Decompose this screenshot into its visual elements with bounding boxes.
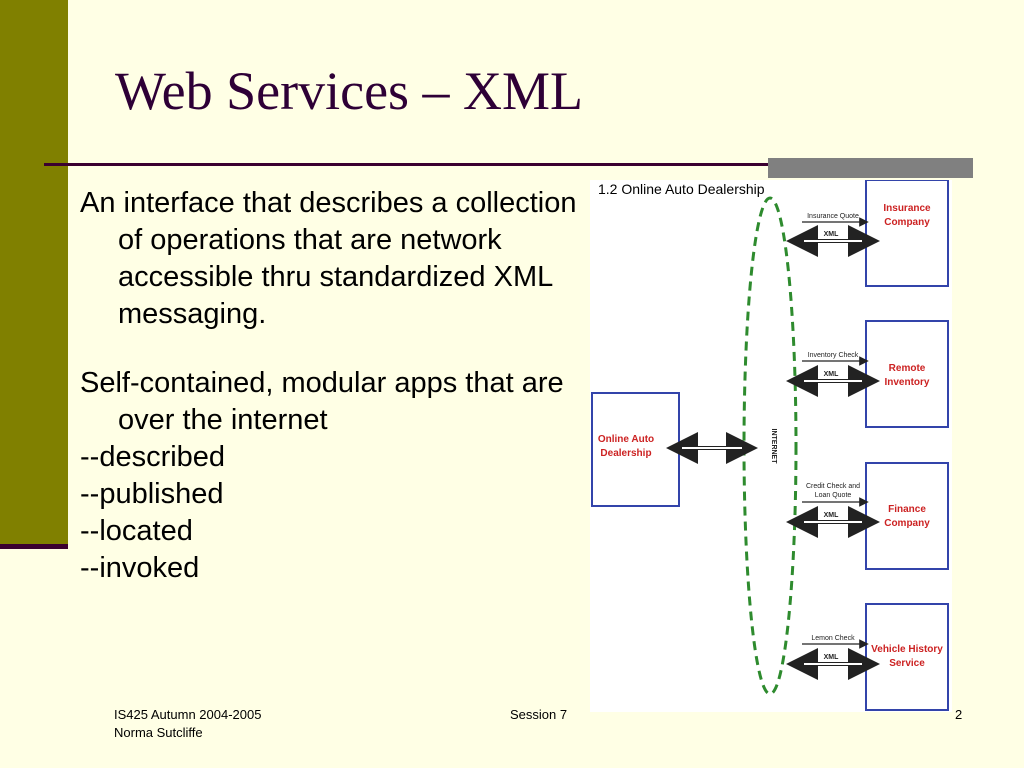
remote-inventory-label-2: Inventory: [884, 377, 929, 388]
finance-xml-label: XML: [824, 512, 840, 519]
vehicle-history-xml-label: XML: [824, 654, 840, 661]
insurance-company-label-1: Insurance: [883, 203, 931, 214]
internet-cloud-ellipse: [742, 196, 798, 696]
footer-course: IS425 Autumn 2004-2005: [114, 707, 262, 722]
insurance-quote-request-label: Insurance Quote: [807, 213, 859, 220]
remote-inventory-label-1: Remote: [889, 363, 926, 374]
bullet-characteristics-lead: Self-contained, modular apps that are ov…: [80, 367, 564, 436]
sub-item-located: --located: [80, 515, 193, 547]
internet-label: INTERNET: [770, 429, 777, 465]
footer-author: Norma Sutcliffe: [114, 725, 203, 740]
dealership-diagram: INTERNET Online Auto Dealership Insuranc…: [590, 179, 952, 712]
hub-label-line-1: Online Auto: [598, 434, 654, 445]
title-divider: [44, 163, 970, 166]
insurance-company-box: [865, 179, 949, 287]
sub-item-published: --published: [80, 478, 224, 510]
insurance-company-label-2: Company: [884, 217, 930, 228]
sub-item-invoked: --invoked: [80, 552, 200, 584]
vehicle-history-service-box: [865, 603, 949, 711]
remote-inventory-box: [865, 320, 949, 428]
finance-company-label-1: Finance: [888, 504, 926, 515]
sub-item-described: --described: [80, 441, 226, 473]
footer-session: Session 7: [510, 707, 568, 722]
finance-company-box: [865, 462, 949, 570]
footer-page-number: 2: [955, 707, 963, 722]
hub-label-line-2: Dealership: [600, 448, 651, 459]
diagram-canvas: INTERNET Online Auto Dealership Insuranc…: [591, 179, 949, 711]
footer-course-info: IS425 Autumn 2004-2005 Norma Sutcliffe: [114, 706, 261, 742]
bullet-characteristics: Self-contained, modular apps that are ov…: [80, 365, 580, 587]
credit-check-request-label-1: Credit Check and: [806, 483, 860, 490]
inventory-xml-label: XML: [824, 371, 840, 378]
diagram-caption: 1.2 Online Auto Dealership: [598, 181, 765, 197]
title-divider-accent: [768, 158, 973, 178]
insurance-xml-label: XML: [824, 231, 840, 238]
finance-company-label-2: Company: [884, 518, 930, 529]
slide-title: Web Services – XML: [115, 61, 584, 121]
bullet-definition: An interface that describes a collection…: [80, 187, 577, 330]
left-accent-underline: [0, 544, 68, 549]
credit-check-request-label-2: Loan Quote: [815, 492, 852, 499]
vehicle-history-label-2: Service: [889, 658, 925, 669]
lemon-check-request-label: Lemon Check: [811, 635, 855, 642]
inventory-check-request-label: Inventory Check: [808, 352, 859, 359]
online-auto-dealership-box: [591, 392, 680, 507]
left-accent-bar: [0, 0, 68, 545]
slide-body: An interface that describes a collection…: [80, 185, 580, 587]
vehicle-history-label-1: Vehicle History: [871, 644, 943, 655]
